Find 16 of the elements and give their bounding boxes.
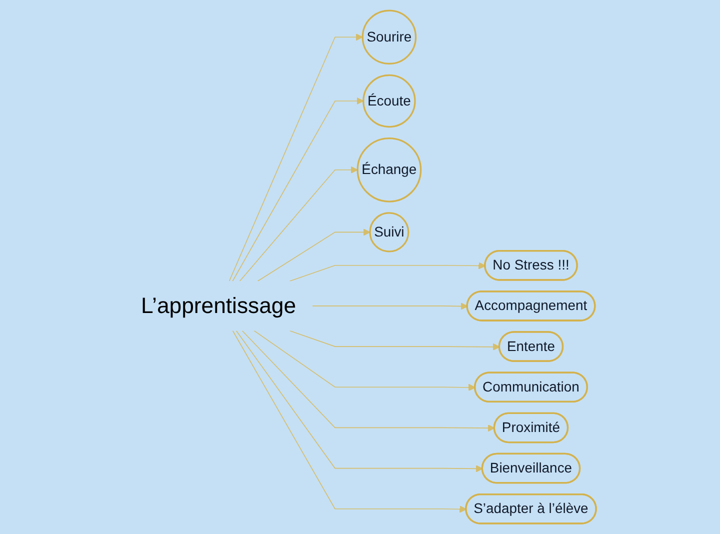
arrow [253, 330, 476, 392]
arrow [242, 330, 495, 432]
node-text: L’apprentissage [140, 293, 296, 318]
node-circle: Suivi [368, 212, 409, 252]
arrow [256, 228, 370, 282]
arrow [232, 330, 466, 513]
node-circle: Échange [356, 137, 422, 202]
arrow [236, 330, 483, 472]
node-circle: Écoute [362, 74, 416, 128]
arrow [288, 330, 500, 350]
arrow [288, 262, 486, 282]
arrow [239, 166, 358, 282]
node-circle: Sourire [361, 10, 416, 65]
arrow [232, 97, 364, 282]
arrow [228, 34, 363, 282]
arrow [312, 302, 468, 310]
